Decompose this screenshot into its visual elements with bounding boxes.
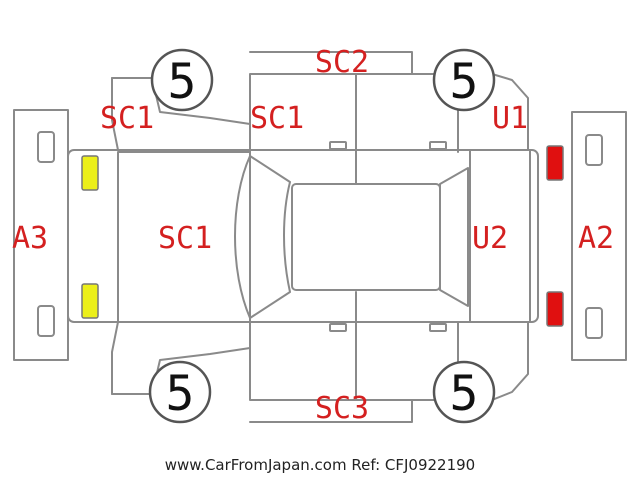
- code-left-front-door: SC1: [250, 101, 304, 136]
- front-bumper: [13, 109, 69, 361]
- code-right-rear-fender: U1: [492, 101, 528, 136]
- tire-front-left: 5: [150, 48, 214, 112]
- windshield: [234, 155, 291, 319]
- code-left-front-fender: SC1: [100, 101, 154, 136]
- tire-rear-left-grade: 5: [450, 54, 479, 110]
- roof-panel: [291, 183, 441, 291]
- tire-rear-right-grade: 5: [450, 366, 479, 422]
- front-lamp-bottom: [546, 291, 564, 327]
- code-hood: SC1: [158, 221, 212, 256]
- code-front-bumper: A3: [12, 221, 48, 256]
- front-lamp-top: [546, 145, 564, 181]
- code-rear-hatch: U2: [472, 221, 508, 256]
- tire-rear-left: 5: [432, 48, 496, 112]
- code-rear-bumper: A2: [578, 221, 614, 256]
- watermark-text: www.CarFromJapan.com Ref: CFJ0922190: [164, 456, 476, 474]
- rear-bumper: [571, 111, 627, 361]
- rear-lamp-top: [81, 155, 99, 191]
- lower-side: [111, 291, 529, 423]
- code-roof: SC2: [315, 45, 369, 80]
- tire-front-right: 5: [148, 360, 212, 424]
- tire-front-right-grade: 5: [166, 366, 195, 422]
- rear-window: [439, 167, 469, 307]
- tire-front-left-grade: 5: [168, 54, 197, 110]
- rear-hatch-panel: [469, 149, 531, 323]
- code-bottom-side: SC3: [315, 391, 369, 426]
- rear-lamp-bottom: [81, 283, 99, 319]
- car-body: [67, 149, 539, 323]
- tire-rear-right: 5: [432, 360, 496, 424]
